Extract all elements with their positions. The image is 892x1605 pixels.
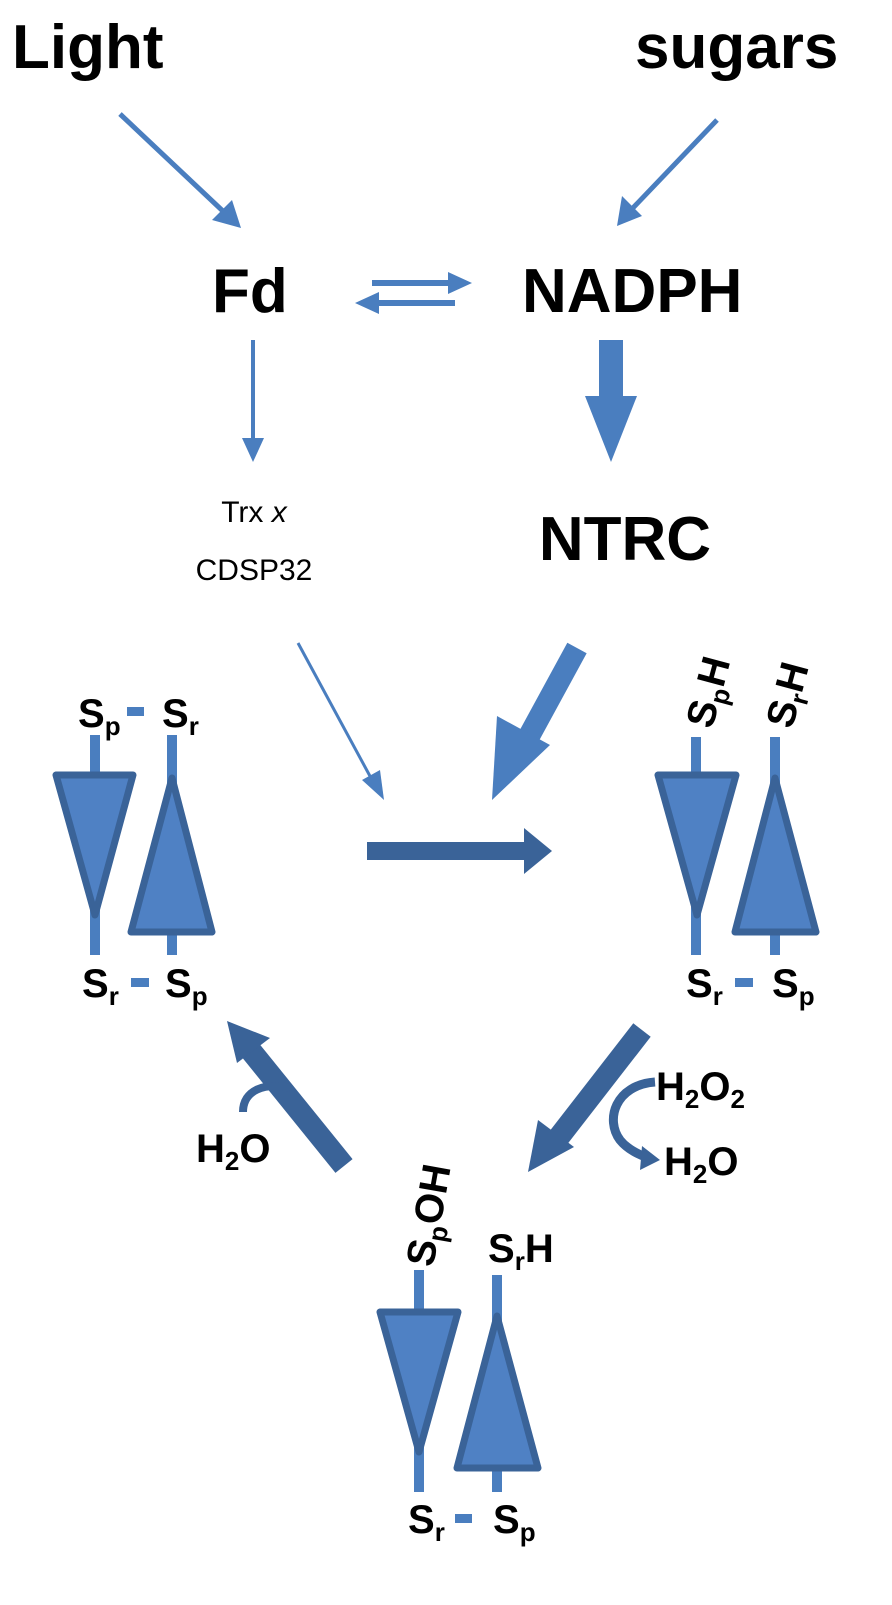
reduced-protein: SpH SrH Sr Sp	[654, 652, 822, 1011]
light-label: Light	[12, 13, 164, 82]
peroxide-consumption-curve	[608, 1077, 660, 1170]
oxidized-bottom-sr: Sr	[82, 962, 119, 1011]
oxidized-top-sp: Sp	[78, 692, 121, 741]
sulfenic-sr-h: SrH	[488, 1227, 554, 1276]
oxidized-bottom-disulfide-bond	[131, 978, 149, 987]
trx-x-label: Trx x	[221, 496, 288, 529]
fd-label: Fd	[212, 257, 288, 326]
cdsp32-label: CDSP32	[196, 554, 313, 587]
ntrc-label: NTRC	[539, 505, 711, 574]
reduced-top-sph: SpH	[678, 652, 744, 734]
sulfenic-acid-protein: SpOH SrH Sr Sp	[376, 1161, 554, 1547]
reduced-top-srh: SrH	[758, 657, 822, 733]
reduced-bottom-sp: Sp	[772, 962, 815, 1011]
light-to-fd-arrow	[118, 112, 241, 228]
sugars-to-nadph-arrow	[617, 118, 719, 226]
fd-nadph-equilibrium-arrows	[355, 272, 472, 314]
h2o2-label: H2O2	[656, 1065, 745, 1114]
oxidized-protein: Sp Sr Sr Sp	[52, 692, 216, 1011]
oxidized-top-sr: Sr	[162, 692, 199, 741]
ntrc-to-reduction-arrow	[492, 642, 587, 800]
disulfide-formation-arrow	[227, 1021, 353, 1173]
sulfenic-sp-oh: SpOH	[399, 1161, 465, 1271]
reduced-bottom-bond	[735, 978, 753, 987]
nadph-to-ntrc-arrow	[585, 340, 637, 462]
sulfenic-bottom-bond	[455, 1514, 472, 1523]
h2o-release-label: H2O	[196, 1127, 270, 1176]
sulfenic-bottom-sp: Sp	[493, 1498, 536, 1547]
h2o-product-label: H2O	[664, 1140, 738, 1189]
peroxide-oxidation-arrow	[528, 1023, 651, 1172]
trx-to-reduction-arrow	[296, 642, 384, 800]
fd-to-trx-arrow	[242, 340, 264, 462]
water-release-curve	[239, 1082, 291, 1113]
reduced-bottom-sr: Sr	[686, 962, 723, 1011]
oxidized-top-disulfide-bond	[127, 707, 144, 716]
sulfenic-bottom-sr: Sr	[408, 1498, 445, 1547]
oxidized-bottom-sp: Sp	[165, 962, 208, 1011]
sugars-label: sugars	[635, 13, 838, 82]
nadph-label: NADPH	[522, 257, 742, 326]
reduction-arrow	[367, 828, 552, 874]
